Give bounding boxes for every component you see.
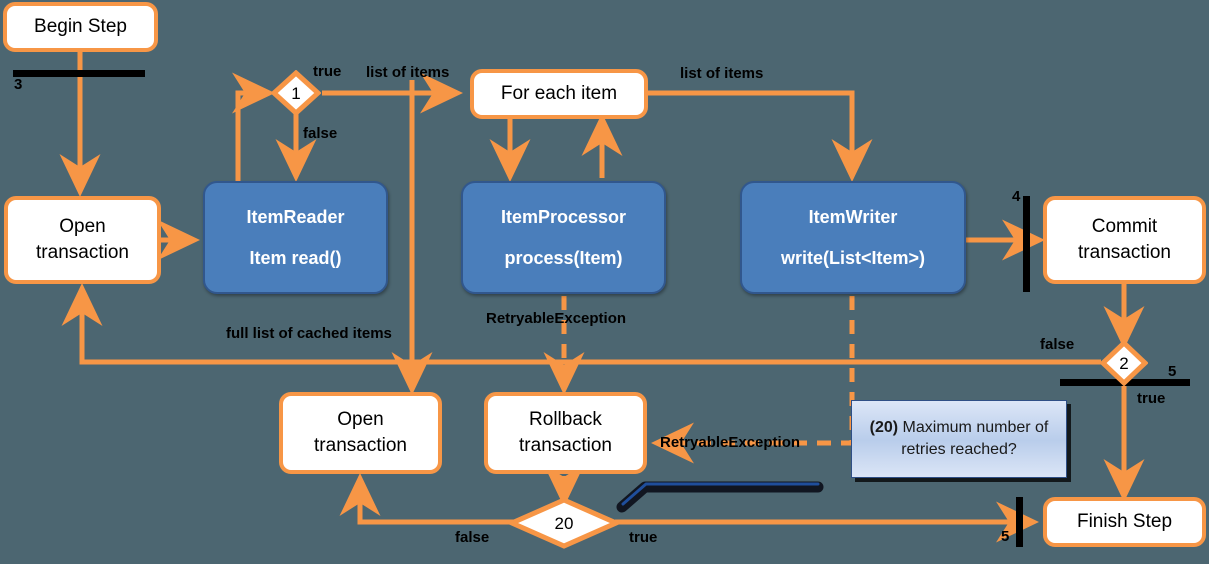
- node-max-retries-note-text: (20) Maximum number of retries reached?: [860, 417, 1058, 461]
- node-item-writer-method: write(List<Item>): [780, 247, 926, 268]
- node-item-reader[interactable]: ItemReader Item read(): [203, 181, 388, 294]
- node-for-each-item-label: For each item: [500, 83, 618, 104]
- edge-label-false-2: false: [1040, 336, 1075, 353]
- node-item-writer-name: ItemWriter: [808, 206, 898, 227]
- wire-decision20-false-to-open: [339, 472, 564, 525]
- sync-bar-5-top-label: 5: [1168, 363, 1177, 380]
- node-finish-step[interactable]: Finish Step: [1043, 497, 1206, 547]
- decision-2[interactable]: 2: [1100, 340, 1148, 386]
- edge-label-list-of-items-2: list of items: [680, 65, 764, 82]
- edge-label-false-20: false: [455, 529, 490, 546]
- wire-decision2-false-loop: [61, 282, 1101, 365]
- decision-20-shape: [508, 497, 620, 549]
- node-for-each-item[interactable]: For each item: [470, 69, 648, 119]
- edge-label-true-20: true: [629, 529, 658, 546]
- note-body: Maximum number of retries reached?: [901, 419, 1049, 458]
- edge-label-list-of-items-1: list of items: [366, 64, 450, 81]
- dark-elbow-pointer: [616, 481, 824, 513]
- node-finish-step-label: Finish Step: [1076, 511, 1173, 532]
- sync-bar-5-bottom-label: 5: [1001, 528, 1010, 545]
- edge-label-retryable-exception-writer: RetryableException: [660, 434, 801, 451]
- edge-label-false-1: false: [303, 125, 338, 142]
- edge-label-full-list-of-cached-items: full list of cached items: [226, 325, 392, 342]
- node-item-processor-method: process(Item): [504, 247, 623, 268]
- wire-foreach-to-writer: [648, 90, 873, 183]
- decision-20[interactable]: 20: [508, 497, 620, 549]
- node-begin-step[interactable]: Begin Step: [3, 2, 158, 52]
- decision-1[interactable]: 1: [271, 70, 321, 116]
- node-item-reader-method: Item read(): [249, 247, 342, 268]
- decision-20-label: 20: [554, 513, 574, 533]
- edge-label-true-1: true: [313, 63, 342, 80]
- node-item-writer[interactable]: ItemWriter write(List<Item>): [740, 181, 966, 294]
- sync-bar-4-label: 4: [1012, 188, 1021, 205]
- sync-bar-5-bottom: [1016, 497, 1023, 547]
- node-item-processor-name: ItemProcessor: [500, 206, 627, 227]
- edge-label-retryable-exception-processor: RetryableException: [486, 310, 627, 327]
- sync-bar-3-label: 3: [14, 76, 23, 93]
- decision-1-label: 1: [291, 83, 301, 103]
- node-item-reader-name: ItemReader: [246, 206, 345, 227]
- edge-label-true-2: true: [1137, 390, 1166, 407]
- wire-reader-to-decision1: [232, 72, 276, 182]
- node-begin-step-label: Begin Step: [34, 16, 127, 37]
- node-max-retries-note: (20) Maximum number of retries reached?: [851, 400, 1067, 478]
- decision-1-shape: [271, 70, 321, 116]
- node-item-processor[interactable]: ItemProcessor process(Item): [461, 181, 666, 294]
- sync-bar-3: [13, 70, 145, 77]
- wire-writer-retryable-dashed: [650, 296, 855, 464]
- note-bold-count: (20): [869, 419, 899, 436]
- decision-2-label: 2: [1119, 353, 1129, 373]
- decision-2-shape: [1100, 340, 1148, 386]
- sync-bar-4: [1023, 196, 1030, 292]
